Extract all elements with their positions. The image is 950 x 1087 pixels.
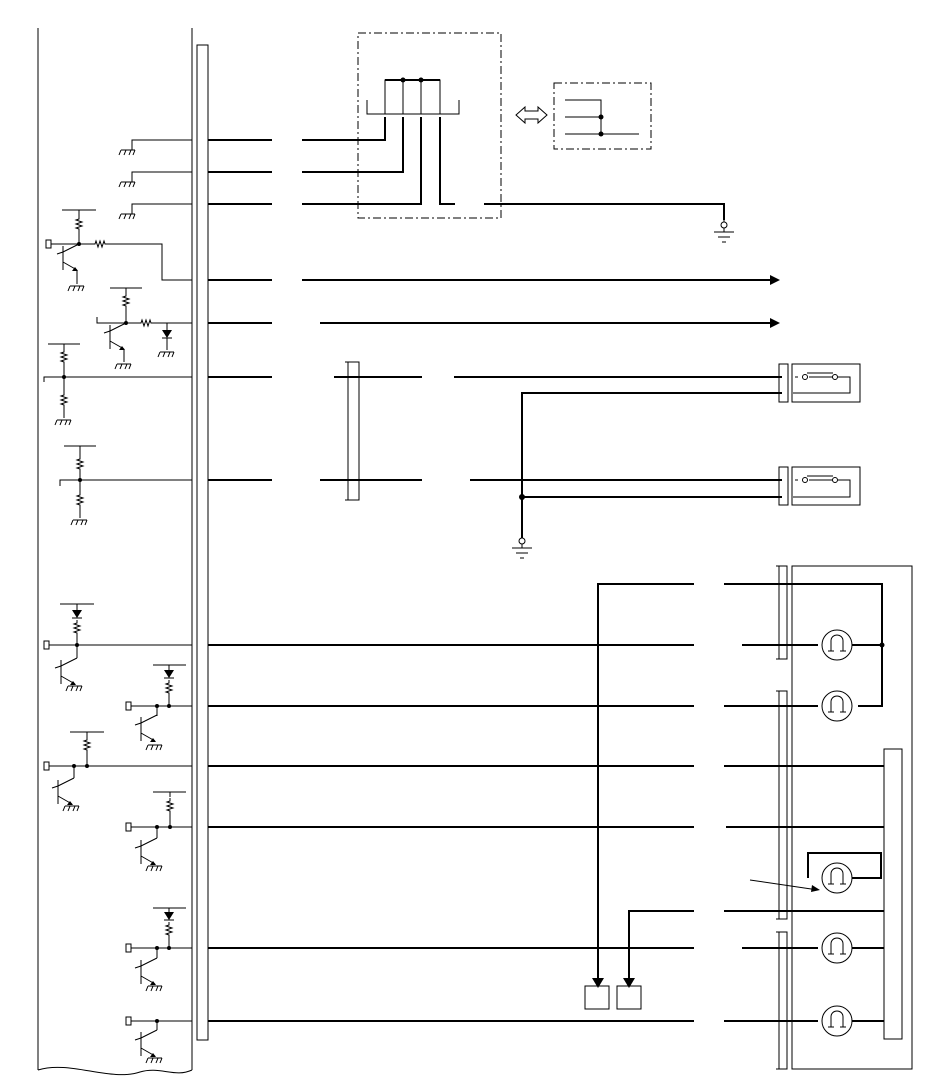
control-unit-outline	[37, 28, 193, 1076]
lamp-unit-outline	[749, 565, 913, 1070]
harness-wires	[208, 77, 885, 1022]
arrow-signal-output	[770, 275, 780, 328]
bulb-symbol	[821, 629, 853, 1037]
ecu-internal-circuits	[43, 139, 192, 1064]
combination-switch-box	[357, 32, 502, 219]
joint-connector	[345, 361, 360, 501]
switch-detail-box	[553, 82, 652, 150]
door-switch-symbol	[778, 363, 861, 506]
double-arrow-icon	[515, 105, 548, 125]
chassis-ground-symbol	[511, 219, 735, 559]
ecu-connector-bar	[196, 44, 209, 1041]
test-terminal-box	[584, 978, 642, 1010]
